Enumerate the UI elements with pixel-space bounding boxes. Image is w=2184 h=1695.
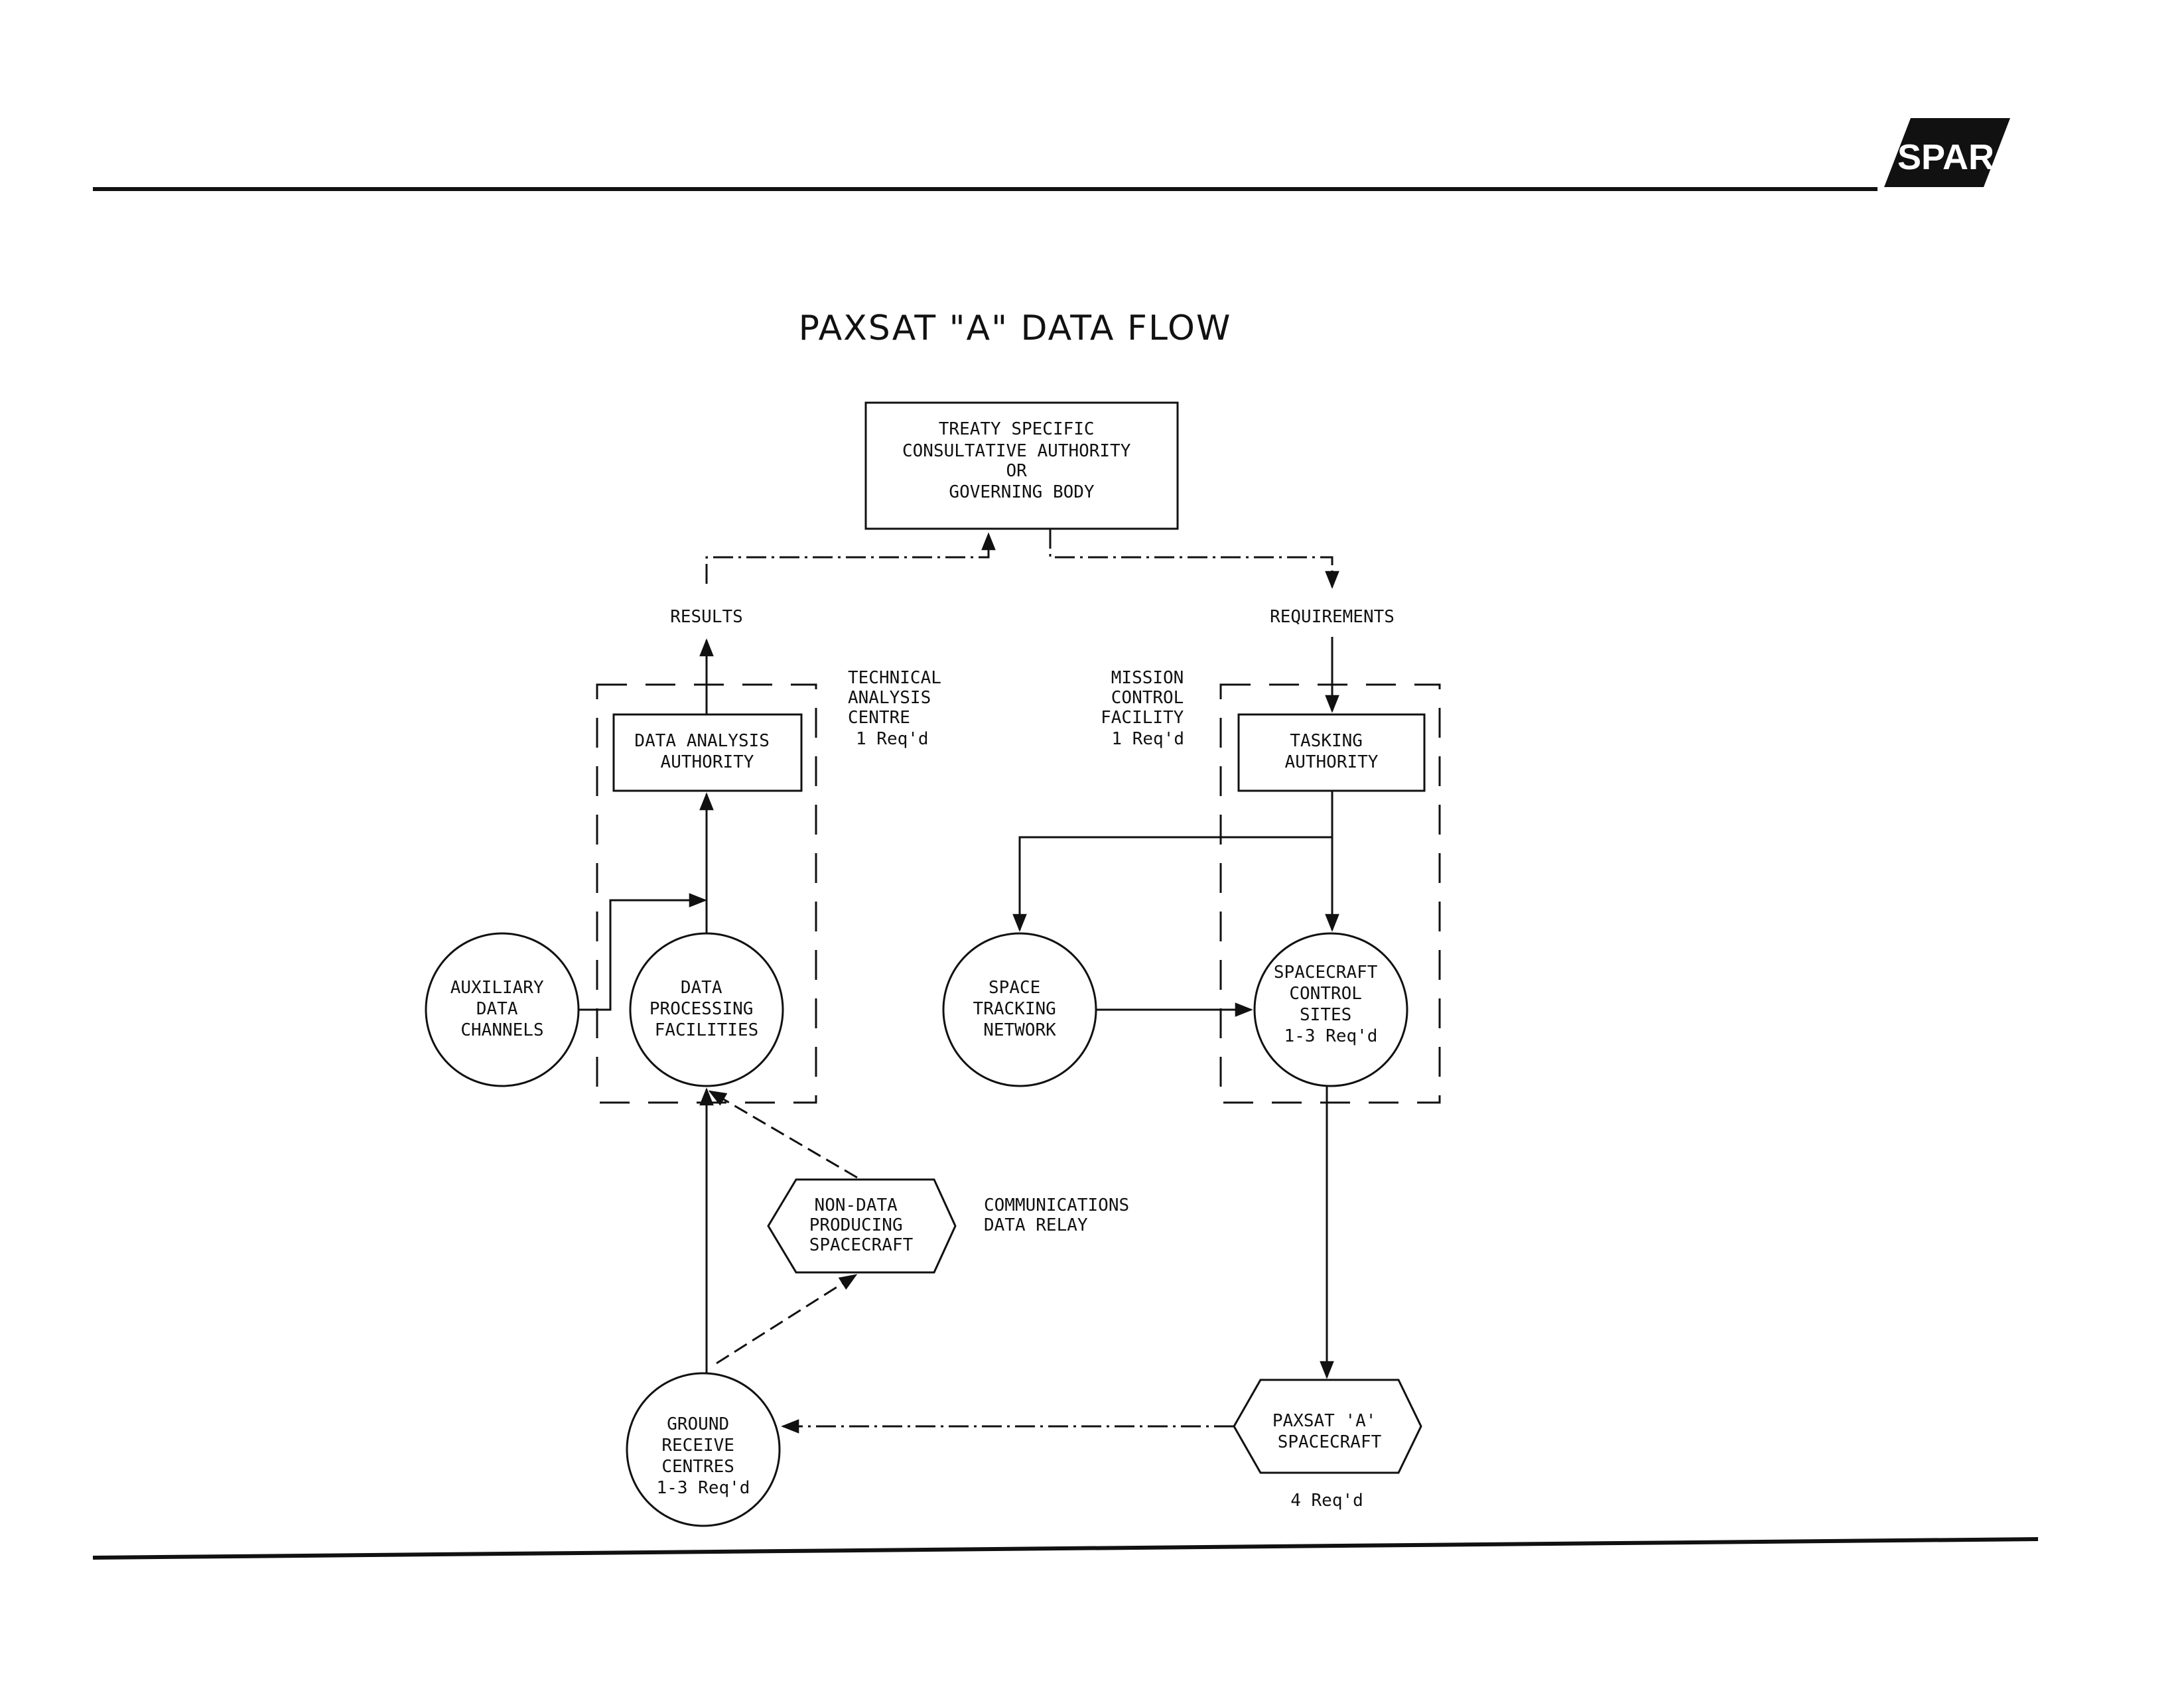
mission-control-facility-frame bbox=[1219, 683, 1441, 1104]
auxiliary-to-processing-arrow bbox=[579, 893, 707, 1011]
relay-to-processing-arrow bbox=[708, 1090, 858, 1179]
auxiliary-data-channels-label: AUXILIARY DATA CHANNELS bbox=[450, 978, 555, 1040]
data-processing-facilities-label: DATA PROCESSING FACILITIES bbox=[649, 978, 764, 1040]
tasking-to-tracking-arrow bbox=[1012, 836, 1332, 932]
treaty-authority-box bbox=[864, 401, 1179, 530]
space-tracking-network-label: SPACE TRACKING NETWORK bbox=[973, 978, 1067, 1040]
requirements-label: REQUIREMENTS bbox=[1270, 607, 1395, 627]
tasking-authority-label: TASKING AUTHORITY bbox=[1285, 731, 1379, 772]
ground-receive-centres-node bbox=[626, 1372, 781, 1527]
spacecraft-control-sites-node bbox=[1253, 932, 1408, 1087]
data-analysis-authority-label: DATA ANALYSIS AUTHORITY bbox=[634, 731, 780, 772]
non-data-spacecraft-node bbox=[767, 1178, 957, 1274]
spacecraft-control-sites-label: SPACECRAFT CONTROL SITES 1-3 Req'd bbox=[1274, 963, 1388, 1046]
results-label: RESULTS bbox=[670, 607, 743, 627]
communications-data-relay-label: COMMUNICATIONS DATA RELAY bbox=[984, 1195, 1140, 1235]
paxsat-spacecraft-label: PAXSAT 'A' SPACECRAFT bbox=[1272, 1411, 1387, 1452]
ground-receive-centres-label: GROUND RECEIVE CENTRES 1-3 Req'd bbox=[657, 1414, 750, 1498]
requirements-line bbox=[1049, 529, 1339, 589]
treaty-authority-label: TREATY SPECIFIC CONSULTATIVE AUTHORITY O… bbox=[902, 419, 1141, 502]
page-title: PAXSAT "A" DATA FLOW bbox=[799, 308, 1232, 348]
paxsat-count-label: 4 Req'd bbox=[1290, 1491, 1363, 1511]
results-line bbox=[705, 532, 996, 584]
ground-to-relay-arrow bbox=[716, 1274, 858, 1365]
logo-text: SPAR bbox=[1897, 137, 1994, 177]
footer-rule bbox=[92, 1537, 2039, 1560]
non-data-spacecraft-label: NON-DATA PRODUCING SPACECRAFT bbox=[809, 1195, 914, 1255]
spar-logo: SPAR bbox=[1884, 118, 2010, 187]
technical-analysis-centre-label: TECHNICAL ANALYSIS CENTRE 1 Req'd bbox=[848, 668, 952, 749]
mission-control-facility-label: MISSION CONTROL FACILITY 1 Req'd bbox=[1101, 668, 1194, 749]
